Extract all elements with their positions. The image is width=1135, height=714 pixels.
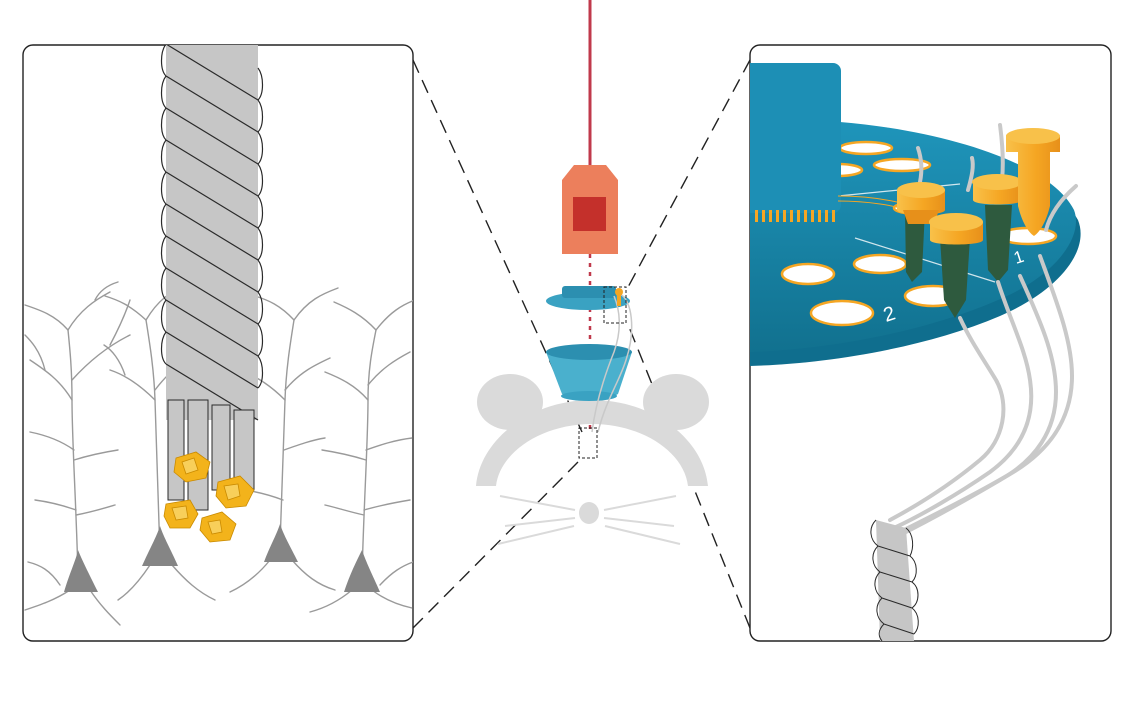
- electrode-pin-b: [929, 213, 983, 245]
- fiber-bundle-right: [870, 519, 919, 641]
- electrode-pin-d: [1006, 128, 1060, 236]
- optics: [546, 286, 632, 401]
- left-panel: [22, 44, 414, 642]
- electrode-pins: [897, 128, 1060, 245]
- laser-source-icon: [562, 165, 618, 254]
- electrode-pin-a: [897, 182, 945, 224]
- mouse-head-icon: [476, 374, 709, 545]
- right-panel: 1 2: [749, 44, 1112, 642]
- zoom-line-left-bottom: [412, 457, 583, 629]
- electrode-shafts: [905, 205, 1012, 318]
- zoom-box-connector: [603, 286, 627, 324]
- electrode-pin-c: [972, 174, 1022, 205]
- zoom-box-brain: [578, 427, 598, 459]
- gold-electrode-tips: [163, 451, 255, 543]
- neuron-dendrites: [24, 281, 413, 626]
- electrode-connector-small: [591, 288, 633, 433]
- center-setup: [476, 0, 709, 545]
- zoom-lines: [412, 59, 751, 629]
- fiber-bundle: [160, 45, 264, 511]
- zoom-line-right-top: [626, 59, 751, 290]
- neuron-somas: [64, 524, 380, 592]
- connector-wires: [888, 123, 1078, 538]
